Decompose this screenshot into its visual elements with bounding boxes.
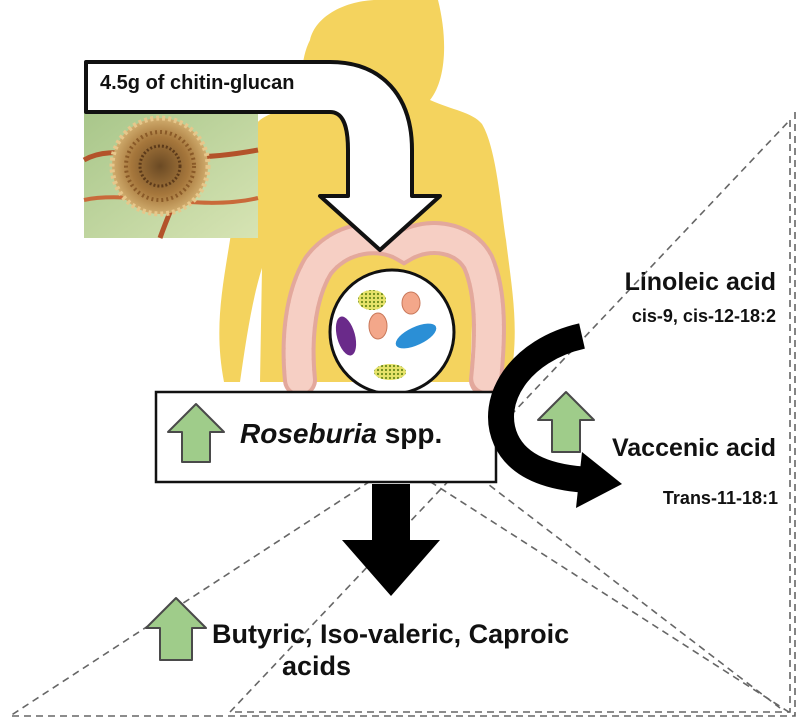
scfa-arrow xyxy=(342,484,440,596)
fungus-image xyxy=(82,110,259,239)
roseburia-box xyxy=(154,390,498,484)
scfa-label: Butyric, Iso-valeric, Caproic acids xyxy=(212,618,569,682)
scfa-label-line1: Butyric, Iso-valeric, Caproic xyxy=(212,619,570,649)
intake-arrow xyxy=(84,60,442,252)
linoleic-acid-formula: cis-9, cis-12-18:2 xyxy=(631,306,776,326)
right-dashed-triangle xyxy=(228,117,791,713)
increase-arrow-icon xyxy=(145,597,207,661)
outer-dashed-triangle xyxy=(7,112,796,717)
increase-arrow-icon xyxy=(537,391,595,453)
gut-microbiota-circle xyxy=(328,268,456,396)
dashed-outline-triangles xyxy=(7,112,796,717)
peach-bacterium-icon xyxy=(401,291,421,315)
roseburia-genus: Roseburia xyxy=(240,418,377,449)
blue-bacterium-icon xyxy=(395,323,437,349)
scfa-label-line2: acids xyxy=(282,651,352,681)
roseburia-suffix: spp. xyxy=(376,418,443,449)
roseburia-label: Roseburia spp. xyxy=(240,418,442,450)
conversion-arrow xyxy=(488,323,622,508)
vaccenic-acid-formula: Trans-11-18:1 xyxy=(662,488,778,508)
intake-label: 4.5g of chitin-glucan xyxy=(100,72,295,94)
dashed-diagonal xyxy=(479,477,781,709)
increase-arrow-icon xyxy=(167,403,225,463)
colon-illustration xyxy=(281,221,506,397)
vaccenic-acid-name: Vaccenic acid xyxy=(611,434,776,462)
linoleic-acid-name: Linoleic acid xyxy=(624,268,776,296)
purple-bacterium-icon xyxy=(335,316,357,356)
